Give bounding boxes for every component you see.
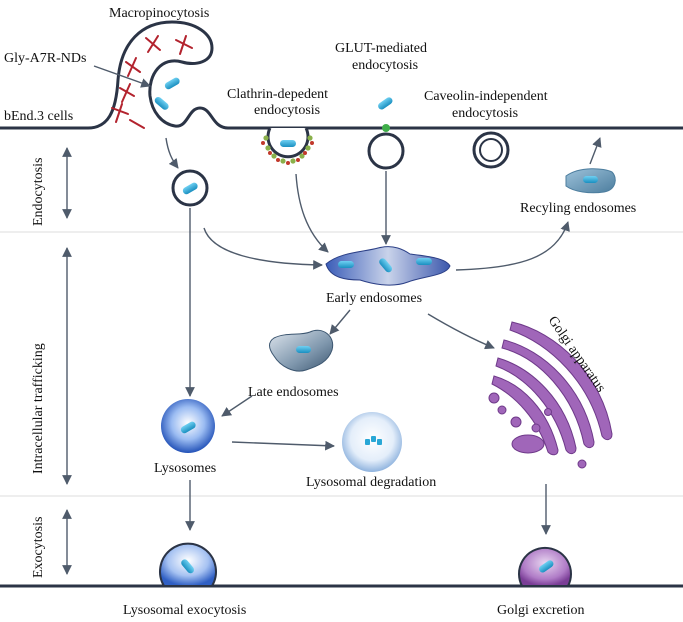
clathrin-label-2: endocytosis [254,103,320,118]
lysosomal-degradation-label: Lysosomal degradation [306,475,436,490]
lysosome-particle [180,421,196,434]
lysosomal-exocytosis-particle [181,559,195,574]
top-cell-membrane [0,20,683,130]
glut-particle [378,97,393,110]
section-exocytosis: Exocytosis [31,509,72,578]
caveolin-vesicle [472,131,510,169]
arrow-early-to-golgi [427,313,495,350]
recycling-particle [583,176,598,183]
glut-vesicle [367,132,405,170]
arrow-early-to-late [329,309,351,335]
golgi-excretion-particle [539,560,554,573]
arrow-lysosome-to-degradation [231,440,335,451]
caveolin-label-2: endocytosis [452,106,518,121]
degraded-particles [365,436,382,445]
bend3-cells-label: bEnd.3 cells [4,109,73,124]
arrow-vesicle-to-early [203,227,323,270]
section-label-endocytosis: Endocytosis [31,158,46,226]
section-label-intracellular-trafficking: Intracellular trafficking [31,343,46,474]
glut-label-1: GLUT-mediated [335,41,427,56]
lysosomal-exocytosis-label: Lysosomal exocytosis [123,603,246,618]
section-label-exocytosis: Exocytosis [31,517,46,578]
recycling-endosomes-label: Recyling endosomes [520,201,636,216]
golgi-excretion-label: Golgi excretion [497,603,584,618]
late-endosomes-label: Late endosomes [248,385,339,400]
lysosomes-label: Lysosomes [154,461,216,476]
clathrin-coated-vesicle [261,127,314,165]
caveolin-label-1: Caveolin-independent [424,89,548,104]
gly-a7r-nds-pointer [93,65,151,88]
early-endosomes-label: Early endosomes [326,291,422,306]
section-endocytosis: Endocytosis [31,147,72,226]
gly-a7r-nds-label: Gly-A7R-NDs [4,51,86,66]
early-endosome-particles [338,258,432,273]
late-endosome-particle [296,346,311,353]
arrow-macropinocytosis-to-vesicle [165,137,179,169]
arrow-recycling-to-membrane [589,137,602,165]
arrow-early-to-recycling [455,221,570,271]
golgi-apparatus [488,321,613,469]
actin-filaments [111,35,193,129]
gly-a7r-nd-particles [154,77,180,110]
glut-label-2: endocytosis [352,58,418,73]
pathway-arrows [165,137,602,535]
arrow-late-to-lysosome [221,395,253,417]
macropinocytosis-label: Macropinocytosis [109,6,209,21]
arrow-clathrin-to-early [295,173,329,253]
glut-transporter [382,124,390,132]
macropinosome-particle [182,182,198,195]
caveolin-vesicle-inner [479,138,503,162]
clathrin-label-1: Clathrin-depedent [227,87,328,102]
section-intracellular-trafficking: Intracellular trafficking [31,247,72,485]
